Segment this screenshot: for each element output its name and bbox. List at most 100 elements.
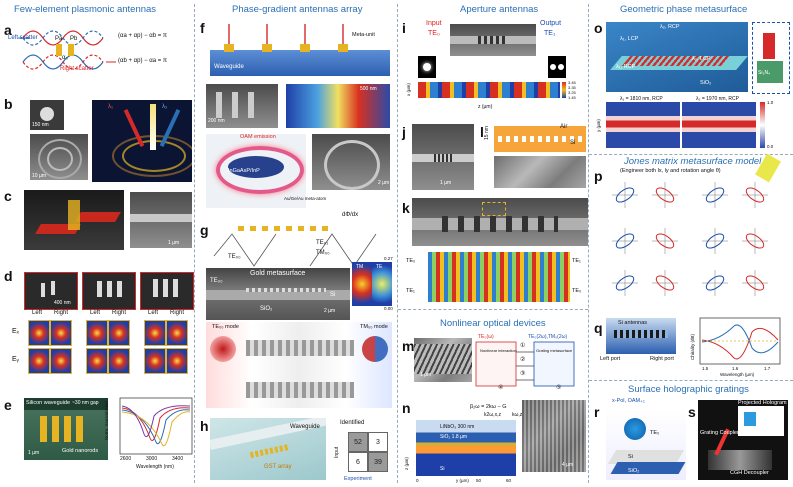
scale-bar-label: 2 µm	[378, 180, 390, 186]
substrate-label: SiO₂	[700, 80, 712, 86]
mode-label: TE₀	[428, 30, 440, 37]
colorbar-min: 0.0	[767, 144, 774, 149]
meta-unit-label: Meta-unit	[352, 32, 375, 38]
field-map-tile	[166, 320, 188, 346]
aperture-schematic	[494, 126, 586, 152]
polarization-label: λ₁, RCP	[616, 64, 636, 70]
section-title: Phase-gradient antennas array	[232, 4, 363, 15]
polarization-ellipse-plot	[702, 270, 728, 296]
x-tick: 0	[416, 478, 419, 483]
sem-image	[30, 100, 64, 130]
panel-label-i: i	[402, 20, 406, 36]
section-divider	[589, 154, 793, 155]
sem-image	[412, 198, 588, 246]
section-title: Surface holographic gratings	[628, 384, 749, 395]
output-label: Output	[540, 20, 562, 27]
x-axis-label: Wavelength (nm)	[136, 464, 174, 470]
sio2-label: SiO₂	[260, 306, 273, 312]
field-map-tile	[28, 320, 50, 346]
input-label: Input	[426, 20, 442, 27]
antenna-label: Si antennas	[618, 320, 648, 326]
polarization-label: x-Pol, OAM₊₁	[612, 398, 645, 404]
x-tick: 1.5	[702, 366, 709, 371]
transmission-spectra	[119, 397, 193, 455]
gst-label: GST array	[264, 464, 292, 470]
field-map-tile	[28, 348, 50, 374]
mode-profile	[548, 56, 566, 78]
te-field-map	[372, 262, 392, 306]
phase-gradient-antennas	[224, 24, 348, 52]
colorbar-max: 0.27	[384, 256, 393, 261]
polarization-ellipse-plot	[702, 182, 728, 208]
wavevector-label: k2ω,x,z	[484, 412, 501, 418]
waveguide-label: Waveguide	[290, 424, 320, 430]
section-title: Nonlinear optical devices	[440, 318, 546, 329]
mode-label: TE₀₀	[228, 254, 241, 260]
chirality-spectrum	[699, 317, 781, 365]
scale-bar-label: 4 µm	[562, 462, 574, 468]
mode-field-comparison	[206, 322, 392, 372]
step-marker: ④	[498, 385, 504, 391]
pb-label: Pb	[70, 36, 78, 42]
cross-section-field-map	[416, 420, 516, 476]
section-divider	[398, 309, 588, 310]
matrix-cell: 3	[368, 432, 388, 452]
x-axis-label: y (µm)	[456, 478, 469, 483]
port-label: Left port	[600, 356, 621, 362]
panel-label-l: l	[480, 124, 484, 140]
sio2-label: SiO₂	[628, 468, 640, 474]
polarization-label: λ₁, LCP	[620, 36, 639, 42]
polarization-ellipse-plot	[652, 270, 678, 296]
gold-nanorods-label: Gold nanorods	[62, 448, 99, 454]
polarization-ellipse-plot	[612, 228, 638, 254]
phase-equation-1: (αa + αp) − αb = π	[118, 33, 168, 39]
map-title: λ₁ = 1810 nm, RCP	[620, 96, 663, 102]
mode-label: TE₀	[406, 258, 416, 264]
field-intensity-map	[606, 102, 680, 148]
panel-label-r: r	[594, 404, 600, 420]
si-label: Si	[570, 140, 576, 146]
lambda-label: λ₂	[162, 104, 168, 110]
gap-label: ~30 nm gap	[72, 400, 99, 406]
right-scatter-label: Right scatter	[60, 66, 94, 72]
polarization-ellipse-plot	[702, 228, 728, 254]
right-label: Right	[170, 310, 185, 316]
grating-render	[606, 408, 686, 480]
mode-label: TE₁	[406, 288, 415, 294]
phase-match-equation: β₂ω = 2kω − G	[470, 404, 507, 410]
left-label: Left	[32, 310, 43, 316]
right-label: Right	[112, 310, 127, 316]
x-axis-label: z (µm)	[478, 104, 493, 110]
grating-label: Grating Coupler	[700, 430, 739, 436]
field-map-tile	[108, 348, 130, 374]
polarization-label: λ₂, LCP	[692, 56, 711, 62]
device-render	[24, 190, 124, 250]
panel-label-q: q	[594, 320, 603, 336]
section-title: Aperture antennas	[460, 4, 539, 15]
x-tick: 3400	[172, 456, 184, 462]
step-marker: ③	[520, 371, 526, 377]
mode-label: TE₁	[544, 30, 556, 37]
sem-image	[414, 338, 472, 382]
panel-label-p: p	[594, 168, 603, 184]
left-label: Left	[148, 310, 159, 316]
x-tick: 2600	[120, 456, 132, 462]
field-simulation-map	[286, 84, 390, 128]
field-propagation-map	[428, 252, 570, 302]
colorbar	[760, 102, 765, 148]
polarization-ellipse-plot	[652, 182, 678, 208]
x-tick: 60	[506, 478, 512, 483]
si-label: Si	[628, 454, 633, 460]
panel-label-o: o	[594, 20, 603, 36]
scale-bar-label: 200 nm	[208, 118, 225, 124]
nonlinear-process-diagram	[475, 341, 575, 387]
layer-label: Si	[440, 466, 445, 472]
step-marker: ①	[520, 343, 526, 349]
polarization-ellipse-plot	[612, 182, 638, 208]
polarization-ellipse-plot	[612, 270, 638, 296]
sem-image	[130, 192, 192, 248]
lambda-label: λ₁	[108, 104, 114, 110]
layer-label: LiNbO₃ 300 nm	[440, 424, 475, 430]
section-title: Few-element plasmonic antennas	[14, 4, 157, 15]
panel-label-d: d	[4, 268, 13, 284]
